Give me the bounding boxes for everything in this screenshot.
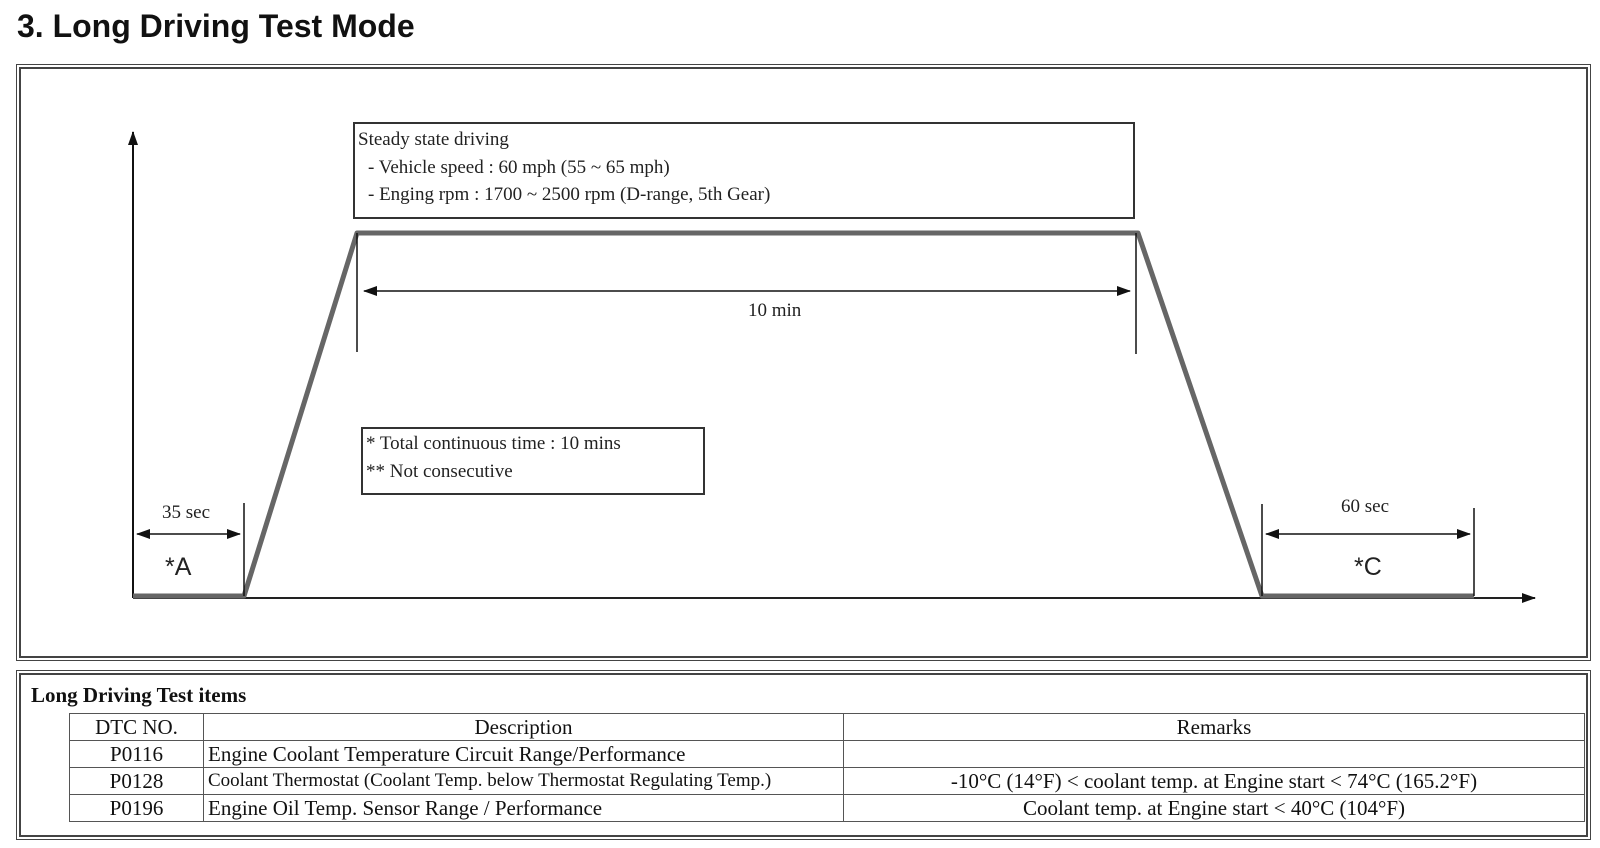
dtc-remarks: Coolant temp. at Engine start < 40°C (10… <box>843 794 1585 822</box>
dtc-remarks: -10°C (14°F) < coolant temp. at Engine s… <box>843 767 1585 795</box>
note-not-consecutive: ** Not consecutive <box>366 461 513 482</box>
header-remarks: Remarks <box>843 713 1585 741</box>
diagram-frame <box>16 64 1591 661</box>
steady-state-box <box>353 122 1135 219</box>
page-title: 3. Long Driving Test Mode <box>17 8 415 44</box>
note-box <box>361 427 705 495</box>
duration-label: 10 min <box>748 300 802 321</box>
table-header-row: DTC NO. Description Remarks <box>69 713 1585 741</box>
steady-state-rpm: - Enging rpm : 1700 ~ 2500 rpm (D-range,… <box>368 184 771 205</box>
table-row: P0116 Engine Coolant Temperature Circuit… <box>69 740 1585 768</box>
table-row: P0128 Coolant Thermostat (Coolant Temp. … <box>69 767 1585 795</box>
start-phase-time: 35 sec <box>162 502 211 523</box>
end-phase-time: 60 sec <box>1341 496 1390 517</box>
dtc-code: P0128 <box>69 767 204 795</box>
header-dtc-no: DTC NO. <box>69 713 204 741</box>
dtc-remarks <box>843 740 1585 768</box>
speed-profile-line <box>133 230 1474 599</box>
end-phase-marker: *C <box>1354 553 1382 581</box>
dtc-description: Engine Oil Temp. Sensor Range / Performa… <box>203 794 844 822</box>
table-row: P0196 Engine Oil Temp. Sensor Range / Pe… <box>69 794 1585 822</box>
dtc-code: P0196 <box>69 794 204 822</box>
start-phase-marker: *A <box>165 553 192 581</box>
table-frame <box>16 670 1591 840</box>
table-title: Long Driving Test items <box>31 683 247 707</box>
dtc-description: Engine Coolant Temperature Circuit Range… <box>203 740 844 768</box>
dtc-description: Coolant Thermostat (Coolant Temp. below … <box>203 767 844 795</box>
dtc-code: P0116 <box>69 740 204 768</box>
note-total-time: * Total continuous time : 10 mins <box>366 433 621 454</box>
header-description: Description <box>203 713 844 741</box>
steady-state-heading: Steady state driving <box>358 129 509 150</box>
dtc-table: DTC NO. Description Remarks P0116 Engine… <box>69 713 1585 822</box>
steady-state-speed: - Vehicle speed : 60 mph (55 ~ 65 mph) <box>368 157 670 178</box>
